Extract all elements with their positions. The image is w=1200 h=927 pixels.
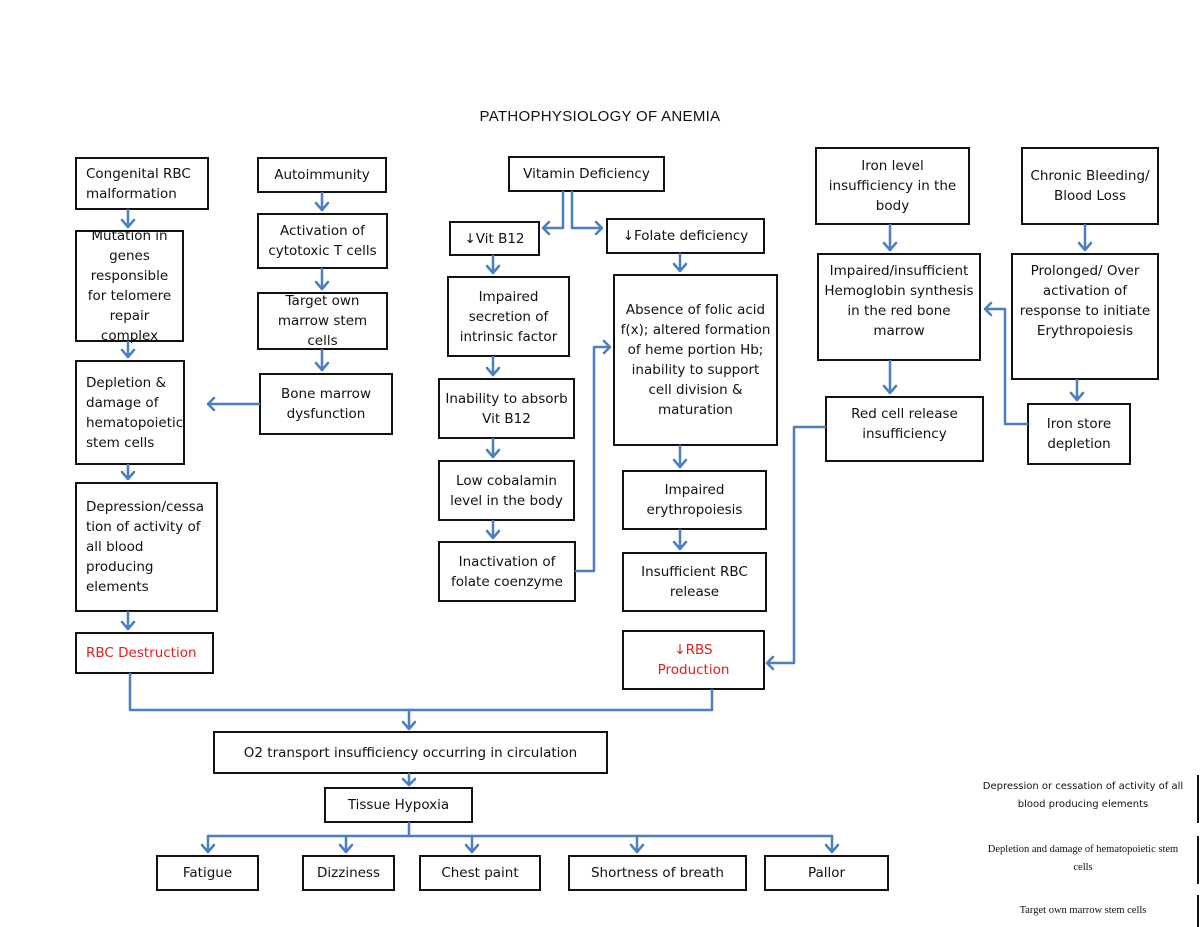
box-depression-blood-elements: Depression/cessa tion of activity of all… xyxy=(75,482,218,612)
arrow xyxy=(574,339,612,573)
arrow xyxy=(672,444,688,469)
arrow xyxy=(541,190,565,236)
arrow xyxy=(314,348,330,372)
box-rbc-destruction: RBC Destruction xyxy=(75,632,214,674)
box-mutation-in-genes: Mutation in genes responsible for telome… xyxy=(75,228,184,344)
box-o2-transport: O2 transport insufficiency occurring in … xyxy=(213,731,608,774)
arrow xyxy=(314,191,330,212)
side-note-target: Target own marrow stem cells xyxy=(1019,905,1147,916)
rbs-production-line1: ↓RBS xyxy=(674,642,713,658)
box-iron-level-insufficiency: Iron level insufficiency in the body xyxy=(815,147,970,225)
arrow xyxy=(485,254,501,275)
arrow xyxy=(629,834,645,854)
arrow xyxy=(485,437,501,459)
box-red-cell-release: Red cell release insufficiency xyxy=(825,396,984,462)
box-pallor: Pallor xyxy=(764,855,889,891)
arrow xyxy=(824,834,840,854)
box-low-cobalamin: Low cobalamin level in the body xyxy=(438,460,575,521)
box-target-own-marrow: Target own marrow stem cells xyxy=(257,292,388,350)
arrow xyxy=(206,821,834,838)
box-insufficient-rbc-release: Insufficient RBC release xyxy=(622,552,767,612)
box-folate-deficiency: ↓Folate deficiency xyxy=(606,218,765,254)
arrow xyxy=(401,772,417,787)
arrow xyxy=(120,610,136,631)
arrow xyxy=(672,528,688,551)
box-fatigue: Fatigue xyxy=(156,855,259,891)
arrow xyxy=(570,190,604,236)
arrow xyxy=(882,223,898,252)
box-depletion-stem-cells: Depletion & damage of hematopoietic stem… xyxy=(75,360,185,465)
right-edge-line xyxy=(1197,895,1199,927)
arrow xyxy=(401,708,417,731)
box-absence-folic-acid: Absence of folic acid f(x); altered form… xyxy=(613,274,778,446)
box-autoimmunity: Autoimmunity xyxy=(257,157,387,193)
box-chest-paint: Chest paint xyxy=(419,855,541,891)
box-chronic-bleeding: Chronic Bleeding/ Blood Loss xyxy=(1021,147,1159,225)
rbs-production-line2: Production xyxy=(657,662,730,678)
page-title: PATHOPHYSIOLOGY OF ANEMIA xyxy=(479,108,721,125)
box-congenital-rbc-malformation: Congenital RBC malformation xyxy=(75,157,209,210)
arrow xyxy=(485,519,501,540)
arrow xyxy=(1069,378,1085,402)
box-prolonged-activation: Prolonged/ Over activation of response t… xyxy=(1011,253,1159,380)
arrow xyxy=(120,463,136,481)
box-iron-store-depletion: Iron store depletion xyxy=(1027,403,1131,465)
right-edge-line xyxy=(1197,836,1199,884)
box-tissue-hypoxia: Tissue Hypoxia xyxy=(324,787,473,823)
arrow xyxy=(314,267,330,291)
box-shortness-of-breath: Shortness of breath xyxy=(568,855,747,891)
box-dizziness: Dizziness xyxy=(302,855,395,891)
box-impaired-erythropoiesis: Impaired erythropoiesis xyxy=(622,470,767,530)
arrow xyxy=(206,396,261,412)
box-rbs-production: ↓RBS Production xyxy=(622,630,765,690)
arrow xyxy=(1077,223,1093,252)
arrow xyxy=(200,834,216,854)
arrow xyxy=(338,834,354,854)
arrow xyxy=(485,355,501,377)
box-impaired-secretion: Impaired secretion of intrinsic factor xyxy=(447,276,570,357)
box-bone-marrow-dysfunction: Bone marrow dysfunction xyxy=(259,373,393,435)
right-edge-line xyxy=(1197,775,1199,823)
side-note-depletion: Depletion and damage of hematopoietic st… xyxy=(987,844,1179,873)
arrow xyxy=(882,359,898,395)
box-vit-b12: ↓Vit B12 xyxy=(449,221,540,256)
arrow xyxy=(120,208,136,229)
arrow xyxy=(765,425,827,671)
arrow xyxy=(464,834,480,854)
box-inability-absorb-b12: Inability to absorb Vit B12 xyxy=(438,378,575,439)
box-activation-cytotoxic-t-cells: Activation of cytotoxic T cells xyxy=(257,213,388,269)
side-note-depression: Depression or cessation of activity of a… xyxy=(982,781,1184,810)
arrow xyxy=(672,252,688,273)
box-vitamin-deficiency: Vitamin Deficiency xyxy=(508,156,665,192)
box-impaired-hemoglobin: Impaired/insufficient Hemoglobin synthes… xyxy=(817,253,981,361)
box-inactivation-folate: Inactivation of folate coenzyme xyxy=(438,541,576,602)
